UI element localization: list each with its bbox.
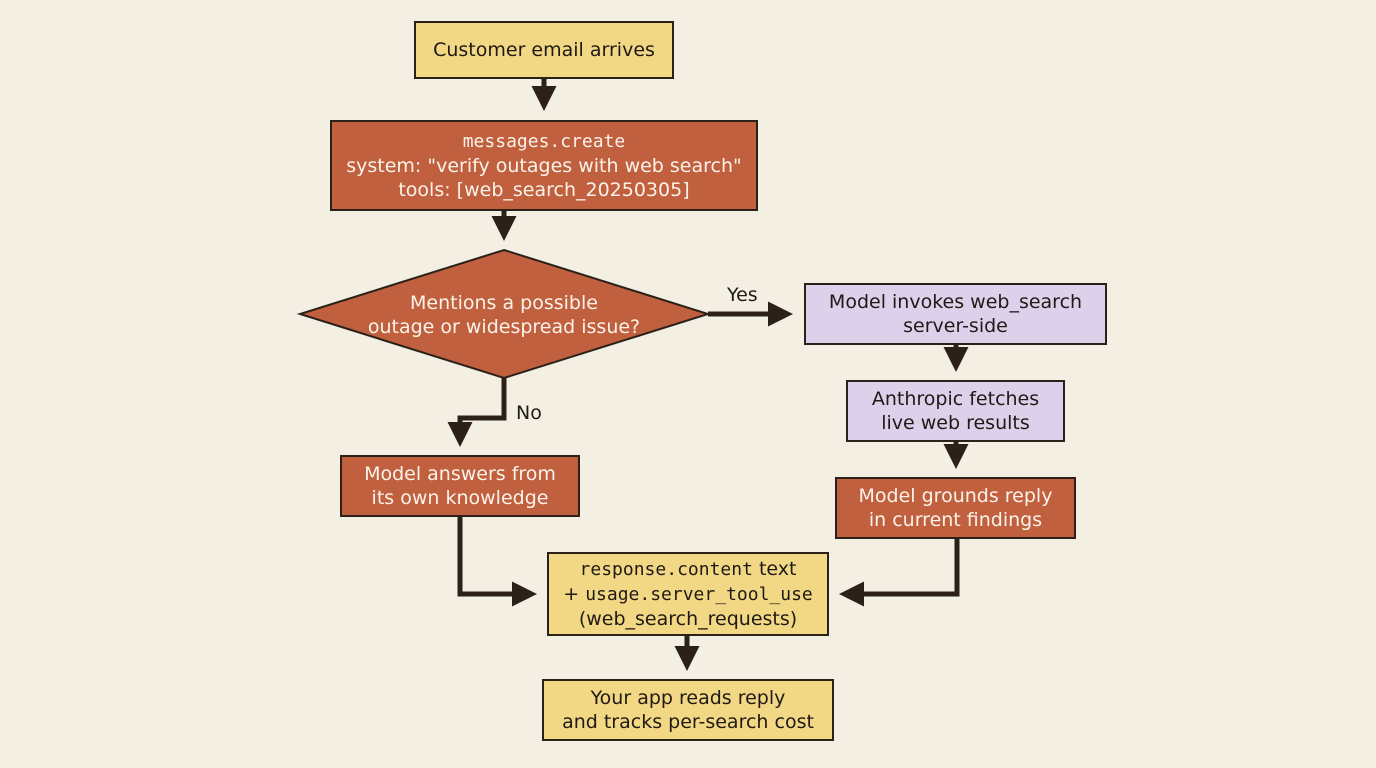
invoke-line-2: server-side	[903, 315, 1008, 337]
app-reads-node: Your app reads reply and tracks per-sear…	[542, 679, 834, 741]
invoke-line-1: Model invokes web_search	[828, 291, 1083, 313]
arrow-grounds-to-response	[839, 539, 960, 607]
decision-line-1: Mentions a possible	[410, 292, 598, 314]
messages-create-tools: tools: [web_search_20250305]	[398, 178, 690, 201]
own-knowledge-node: Model answers from its own knowledge	[340, 455, 580, 517]
grounds-line-2: in current findings	[868, 509, 1043, 531]
response-line-2: + usage.server_tool_use	[563, 582, 813, 607]
response-node: response.content text + usage.server_too…	[547, 552, 829, 636]
response-line-1: response.content text	[580, 557, 797, 582]
messages-create-system: system: "verify outages with web search"	[346, 154, 742, 177]
app-reads-line-2: and tracks per-search cost	[562, 711, 814, 733]
messages-create-node: messages.create system: "verify outages …	[330, 120, 758, 211]
response-content-code: response.content	[579, 559, 753, 580]
arrow-own-knowledge-to-response	[457, 517, 537, 607]
arrow-no-to-own-knowledge	[447, 378, 507, 447]
own-knowledge-line-2: its own knowledge	[371, 487, 549, 509]
customer-email-text: Customer email arrives	[433, 39, 655, 61]
customer-email-node: Customer email arrives	[414, 21, 674, 79]
response-plus: +	[563, 583, 586, 605]
fetch-line-1: Anthropic fetches	[871, 388, 1040, 410]
decision-label: Mentions a possible outage or widespread…	[300, 250, 708, 380]
no-edge-label: No	[516, 402, 542, 424]
messages-create-code: messages.create	[462, 130, 626, 152]
yes-edge-label: Yes	[727, 284, 758, 306]
usage-server-tool-code: usage.server_tool_use	[585, 584, 813, 605]
response-line-3: (web_search_requests)	[578, 608, 798, 630]
app-reads-line-1: Your app reads reply	[590, 687, 786, 709]
fetch-line-2: live web results	[881, 412, 1030, 434]
grounds-line-1: Model grounds reply	[858, 485, 1053, 507]
invoke-web-search-node: Model invokes web_search server-side	[804, 283, 1107, 345]
grounds-reply-node: Model grounds reply in current findings	[835, 477, 1076, 539]
anthropic-fetches-node: Anthropic fetches live web results	[846, 380, 1065, 442]
response-text-word: text	[752, 558, 797, 580]
decision-line-2: outage or widespread issue?	[367, 316, 641, 338]
own-knowledge-line-1: Model answers from	[364, 463, 556, 485]
